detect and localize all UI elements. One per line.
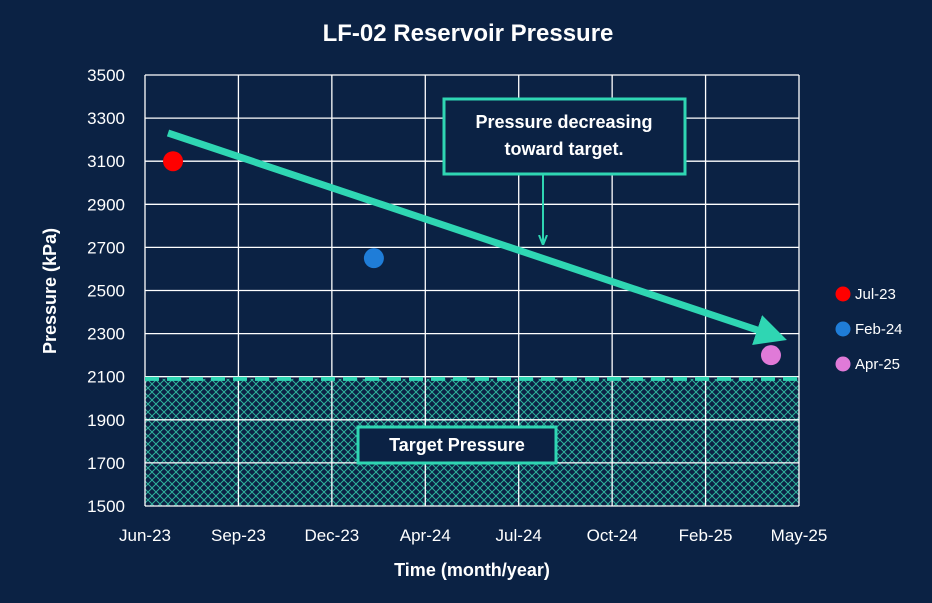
- target-label-box: [356, 425, 558, 465]
- chart-title: LF-02 Reservoir Pressure: [323, 20, 614, 47]
- legend-marker: [835, 286, 851, 302]
- trend-annotation: Pressure decreasing toward target.: [442, 97, 687, 243]
- x-tick-label: Jun-23: [119, 526, 171, 545]
- x-tick-label: May-25: [771, 526, 828, 545]
- legend-marker: [835, 321, 851, 337]
- x-tick-label: Oct-24: [587, 526, 638, 545]
- y-tick-label: 1700: [87, 454, 125, 473]
- x-tick-label: Dec-23: [304, 526, 359, 545]
- x-axis-label: Time (month/year): [394, 560, 550, 580]
- y-axis-label: Pressure (kPa): [40, 228, 60, 354]
- data-point: [363, 248, 384, 269]
- y-tick-label: 2700: [87, 238, 125, 257]
- y-tick-label: 2500: [87, 282, 125, 301]
- trend-annotation-line-2: toward target.: [504, 139, 623, 159]
- data-point: [163, 151, 184, 172]
- legend-label: Feb-24: [855, 321, 903, 338]
- target-label-text: Target Pressure: [389, 435, 525, 455]
- x-tick-label: Jul-24: [496, 526, 542, 545]
- x-tick-label: Apr-24: [400, 526, 451, 545]
- target-label: Target Pressure: [356, 425, 558, 465]
- y-tick-label: 3100: [87, 152, 125, 171]
- trend-annotation-line-1: Pressure decreasing: [475, 112, 652, 132]
- x-tick-label: Feb-25: [679, 526, 733, 545]
- y-tick-label: 2900: [87, 195, 125, 214]
- legend-label: Apr-25: [855, 356, 900, 373]
- trend-annotation-box: [442, 97, 687, 176]
- x-tick-label: Sep-23: [211, 526, 266, 545]
- y-tick-label: 3500: [87, 66, 125, 85]
- y-tick-label: 2300: [87, 325, 125, 344]
- x-axis-ticks: Jun-23 Sep-23 Dec-23 Apr-24 Jul-24 Oct-24 Feb-…: [119, 526, 827, 545]
- legend-marker: [835, 356, 851, 372]
- trend-arrow: [166, 129, 787, 345]
- y-tick-label: 1900: [87, 411, 125, 430]
- data-point: [760, 345, 781, 366]
- y-tick-label: 3300: [87, 109, 125, 128]
- data-points: [163, 151, 781, 366]
- y-axis-ticks: 1500 1700 1900 2100 2300 2500 2700 2900 3100 3300…: [87, 66, 125, 516]
- y-tick-label: 1500: [87, 497, 125, 516]
- legend-label: Jul-23: [855, 286, 896, 303]
- y-tick-label: 2100: [87, 368, 125, 387]
